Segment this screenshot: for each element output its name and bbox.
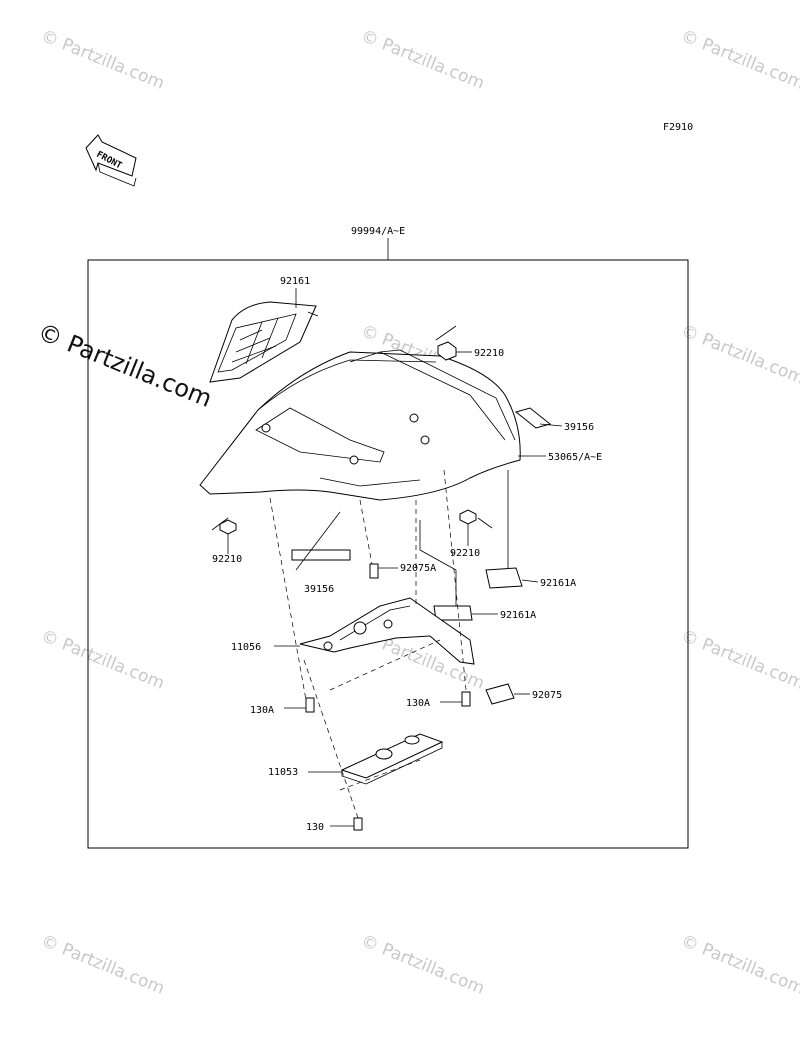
- nut-top-92210: [435, 325, 457, 361]
- part-label-strip-right: 39156: [564, 422, 594, 433]
- seat-cover-53065: [199, 349, 521, 501]
- nut-right-92210: [459, 509, 493, 546]
- nut-left-92210: [211, 517, 237, 554]
- bracket-11056: [299, 597, 475, 665]
- bolt-130a-right: [440, 691, 471, 707]
- part-label-pad-mid: 92161A: [500, 610, 536, 621]
- strip-left-39156: [291, 549, 351, 561]
- watermark: © Partzilla.com: [678, 26, 800, 94]
- part-label-kit: 99994/A~E: [351, 226, 405, 237]
- part-label-strip-left: 39156: [304, 584, 334, 595]
- watermark-prominent: © Partzilla.com: [34, 318, 216, 413]
- part-label-plate: 11053: [268, 767, 298, 778]
- pad-92161a-mid: [433, 605, 473, 621]
- plate-11053: [340, 733, 444, 785]
- watermark: © Partzilla.com: [678, 626, 800, 694]
- watermark: © Partzilla.com: [38, 931, 167, 999]
- assembly-lines: [269, 469, 509, 819]
- watermark: © Partzilla.com: [678, 321, 800, 389]
- bolt-130a-left: [284, 697, 315, 713]
- pad-92075: [485, 683, 515, 705]
- part-label-bolt-right: 130A: [406, 698, 430, 709]
- watermark: © Partzilla.com: [38, 626, 167, 694]
- part-label-pad-small: 92075: [532, 690, 562, 701]
- part-label-bracket: 11056: [231, 642, 261, 653]
- figure-code: F2910: [663, 122, 693, 133]
- part-label-nut-left: 92210: [212, 554, 242, 565]
- part-label-pad-top: 92161: [280, 276, 310, 287]
- watermark: © Partzilla.com: [678, 931, 800, 999]
- kit-frame: [87, 259, 689, 849]
- watermark: © Partzilla.com: [358, 26, 487, 94]
- pad-92161a-lower: [485, 567, 523, 589]
- part-label-pad-lower: 92161A: [540, 578, 576, 589]
- watermarks: © Partzilla.com © Partzilla.com © Partzi…: [34, 26, 800, 999]
- part-label-bolt-left: 130A: [250, 705, 274, 716]
- bolt-130: [330, 817, 363, 831]
- watermark: © Partzilla.com: [38, 26, 167, 94]
- bolt-92075a: [369, 563, 398, 579]
- pad-92161: [209, 301, 319, 383]
- part-label-bolt-cover: 92075A: [400, 563, 436, 574]
- front-arrow-icon: FRONT: [85, 134, 137, 187]
- part-label-bolt-bottom: 130: [306, 822, 324, 833]
- strip-right-39156: [514, 407, 552, 429]
- part-label-nut-right: 92210: [450, 548, 480, 559]
- part-label-nut-top: 92210: [474, 348, 504, 359]
- watermark: © Partzilla.com: [358, 931, 487, 999]
- part-label-cover: 53065/A~E: [548, 452, 602, 463]
